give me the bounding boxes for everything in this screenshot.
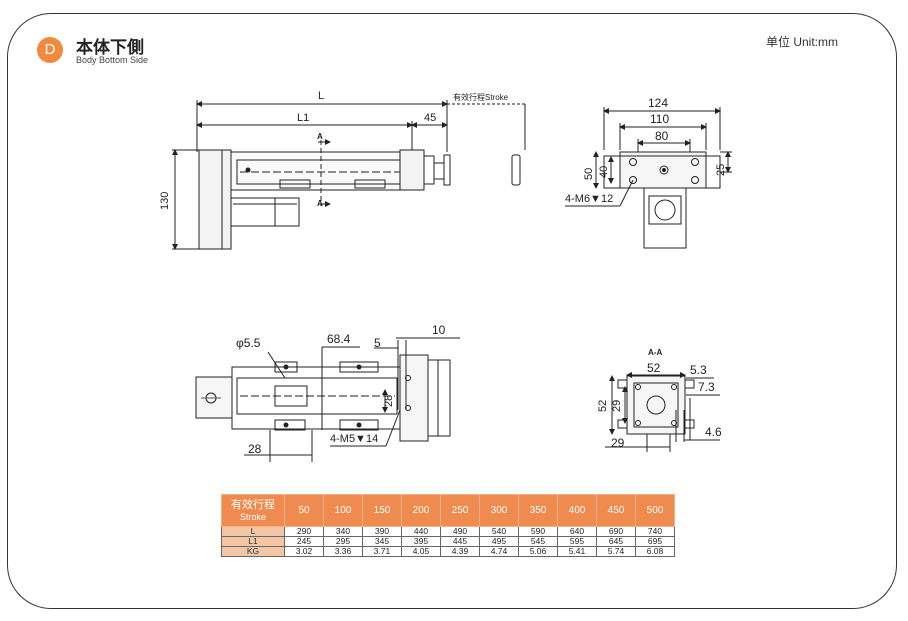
table-cell: 690: [596, 526, 636, 537]
dim-10: 10: [432, 323, 446, 337]
table-cell: 5.41: [557, 546, 597, 557]
dim-phi55: φ5.5: [236, 336, 261, 350]
table-row: L 290 340 390 440 490 540 590 640 690 74…: [221, 526, 675, 537]
dim-80: 80: [655, 129, 669, 143]
section-badge: D: [37, 37, 63, 63]
dim-50: 50: [583, 168, 595, 180]
table-row: L1 245 295 345 395 445 495 545 595 645 6…: [221, 536, 675, 547]
stroke-label-en: Stroke: [239, 511, 266, 522]
stroke-label: 有效行程Stroke: [453, 92, 509, 102]
dim-45: 45: [424, 112, 436, 124]
dim-28-vertical: 28: [383, 395, 395, 407]
table-cell: 6.08: [635, 546, 675, 557]
table-header-cell: 300: [479, 494, 519, 527]
dim-124: 124: [648, 96, 668, 110]
dim-25: 25: [715, 164, 727, 176]
table-cell: 390: [362, 526, 402, 537]
table-cell: 4.74: [479, 546, 519, 557]
table-header-cell: 500: [635, 494, 675, 527]
row-label-KG: KG: [221, 546, 285, 557]
dim-L: L: [318, 90, 324, 102]
table-cell: 3.36: [323, 546, 363, 557]
table-cell: 440: [401, 526, 441, 537]
table-cell: 540: [479, 526, 519, 537]
table-cell: 5.06: [518, 546, 558, 557]
table-header-cell: 200: [401, 494, 441, 527]
table-cell: 595: [557, 536, 597, 547]
dim-40: 40: [598, 166, 610, 178]
table-cell: 545: [518, 536, 558, 547]
dim-130: 130: [159, 192, 171, 210]
table-cell: 345: [362, 536, 402, 547]
row-label-L1: L1: [221, 536, 285, 547]
section-mark-top: A: [317, 132, 323, 141]
section-mark-aa: A-A: [648, 348, 662, 357]
table-cell: 395: [401, 536, 441, 547]
table-cell: 4.05: [401, 546, 441, 557]
table-cell: 495: [479, 536, 519, 547]
thread-callout-m5: 4-M5▼14: [330, 433, 378, 445]
table-header-cell: 50: [284, 494, 324, 527]
table-cell: 590: [518, 526, 558, 537]
table-cell: 445: [440, 536, 480, 547]
dim-52-left: 52: [597, 400, 609, 412]
stroke-table: 有效行程 Stroke 50 100 150 200 250 300 350 4…: [221, 494, 675, 557]
dim-46: 4.6: [705, 425, 722, 439]
table-header-cell: 250: [440, 494, 480, 527]
dim-52-top: 52: [647, 361, 661, 375]
dim-110: 110: [650, 112, 669, 126]
page-subtitle: Body Bottom Side: [76, 55, 149, 65]
section-view: [605, 372, 720, 452]
dim-5: 5: [374, 336, 381, 350]
dim-73: 7.3: [698, 380, 715, 394]
table-header-row: 有效行程 Stroke 50 100 150 200 250 300 350 4…: [221, 494, 675, 527]
table-cell: 245: [284, 536, 324, 547]
table-header-stroke: 有效行程 Stroke: [221, 494, 285, 527]
table-cell: 490: [440, 526, 480, 537]
dim-28-horizontal: 28: [248, 442, 262, 456]
row-label-L: L: [221, 526, 285, 537]
dim-53: 5.3: [690, 363, 707, 377]
table-row: KG 3.02 3.36 3.71 4.05 4.39 4.74 5.06 5.…: [221, 546, 675, 557]
table-cell: 5.74: [596, 546, 636, 557]
unit-label: 单位 Unit:mm: [766, 35, 839, 49]
table-header-cell: 350: [518, 494, 558, 527]
thread-callout-m6: 4-M6▼12: [565, 193, 613, 205]
table-cell: 640: [557, 526, 597, 537]
table-cell: 740: [635, 526, 675, 537]
end-view: [565, 107, 732, 249]
table-cell: 695: [635, 536, 675, 547]
dim-684: 68.4: [327, 332, 351, 346]
stroke-label-cn: 有效行程: [231, 498, 275, 511]
table-cell: 295: [323, 536, 363, 547]
dim-L1: L1: [297, 112, 309, 124]
table-header-cell: 150: [362, 494, 402, 527]
table-cell: 645: [596, 536, 636, 547]
page-title: 本体下側: [76, 38, 144, 57]
table-cell: 4.39: [440, 546, 480, 557]
table-header-cell: 450: [596, 494, 636, 527]
dim-29-bottom: 29: [611, 436, 625, 450]
dim-29-left: 29: [611, 400, 623, 412]
table-header-cell: 400: [557, 494, 597, 527]
table-header-cell: 100: [323, 494, 363, 527]
table-cell: 290: [284, 526, 324, 537]
bottom-view: [195, 337, 460, 462]
table-cell: 340: [323, 526, 363, 537]
page-frame: [7, 13, 897, 609]
top-view: [172, 100, 526, 250]
table-cell: 3.02: [284, 546, 324, 557]
table-cell: 3.71: [362, 546, 402, 557]
section-mark-bottom: A: [317, 199, 323, 208]
